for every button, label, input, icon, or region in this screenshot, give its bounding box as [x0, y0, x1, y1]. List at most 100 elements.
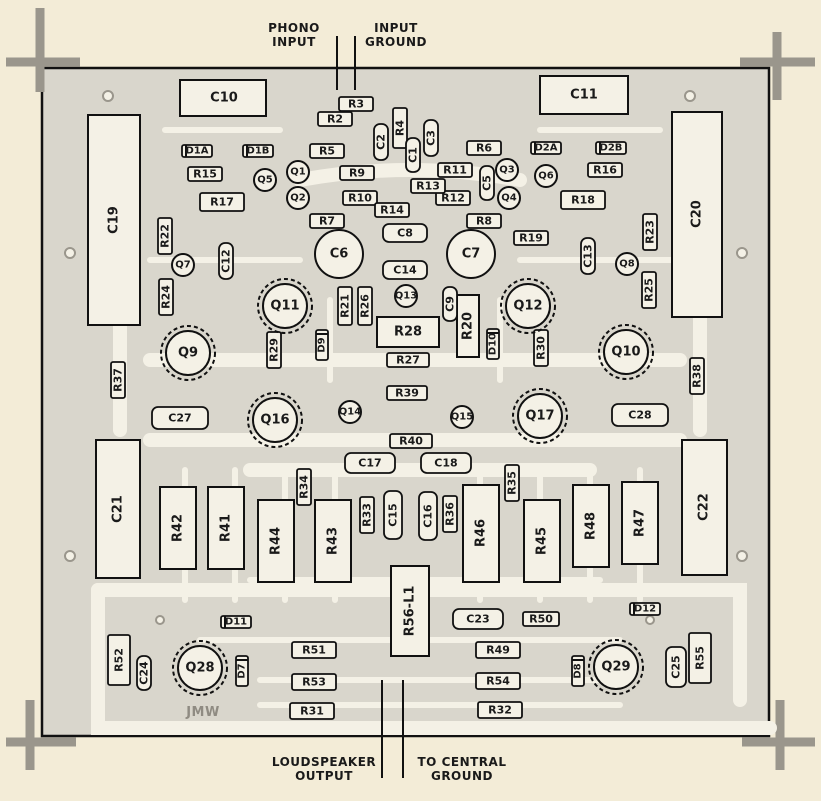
svg-text:R23: R23	[644, 220, 657, 244]
component-r21: R21	[337, 286, 353, 326]
svg-text:D1B: D1B	[247, 146, 270, 157]
svg-text:C20: C20	[690, 200, 705, 228]
svg-text:R6: R6	[476, 142, 492, 155]
svg-text:R11: R11	[443, 164, 467, 177]
svg-text:R52: R52	[113, 648, 126, 672]
svg-text:Q28: Q28	[185, 661, 214, 676]
svg-text:C1: C1	[407, 147, 420, 163]
svg-text:Q10: Q10	[611, 345, 640, 360]
component-r33: R33	[359, 496, 375, 534]
component-r24: R24	[158, 278, 174, 316]
svg-text:Q2: Q2	[290, 193, 306, 204]
component-r48: R48	[584, 512, 599, 540]
component-q13: Q13	[394, 284, 418, 308]
svg-text:R49: R49	[486, 644, 510, 657]
svg-text:R28: R28	[394, 325, 422, 340]
svg-text:R42: R42	[171, 514, 186, 542]
component-c21: C21	[111, 495, 126, 523]
component-c7: C7	[446, 229, 496, 279]
svg-text:C12: C12	[220, 249, 233, 272]
component-c13: C13	[580, 237, 596, 275]
component-r54: R54	[475, 672, 521, 690]
svg-text:Q5: Q5	[257, 175, 273, 186]
svg-text:R20: R20	[461, 312, 476, 340]
svg-text:D8: D8	[573, 663, 584, 678]
svg-text:Q14: Q14	[339, 407, 361, 418]
svg-text:Q7: Q7	[175, 260, 191, 271]
svg-text:C15: C15	[387, 503, 400, 526]
component-q3: Q3	[495, 158, 519, 182]
component-r39: R39	[386, 385, 428, 401]
svg-text:Q1: Q1	[290, 167, 306, 178]
svg-text:R38: R38	[691, 364, 704, 388]
component-c23: C23	[452, 608, 504, 630]
component-c17: C17	[344, 452, 396, 474]
svg-text:R12: R12	[441, 192, 465, 205]
component-q4: Q4	[497, 186, 521, 210]
component-c25: C25	[665, 646, 687, 688]
component-r10: R10	[342, 190, 378, 206]
svg-text:C16: C16	[422, 504, 435, 528]
component-r17: R17	[199, 192, 245, 212]
component-q9: Q9	[160, 325, 216, 381]
svg-text:Q16: Q16	[260, 413, 289, 428]
component-c1: C1	[405, 137, 421, 173]
component-r19: R19	[513, 230, 549, 246]
component-q14: Q14	[338, 400, 362, 424]
component-r31: R31	[289, 702, 335, 720]
svg-text:R29: R29	[268, 338, 281, 362]
component-r15: R15	[187, 166, 223, 182]
component-r34: R34	[296, 468, 312, 506]
component-r18: R18	[560, 190, 606, 210]
component-d2b: D2B	[595, 141, 627, 155]
svg-text:R33: R33	[361, 503, 374, 527]
svg-text:Q17: Q17	[525, 409, 554, 424]
component-c11: C11	[570, 88, 598, 103]
component-c3: C3	[423, 119, 439, 157]
svg-text:R41: R41	[219, 514, 234, 542]
component-c22: C22	[697, 493, 712, 521]
component-q28: Q28	[172, 640, 228, 696]
svg-text:D10: D10	[488, 333, 499, 355]
component-d12: D12	[629, 602, 661, 616]
component-r3: R3	[338, 96, 374, 112]
svg-text:R30: R30	[535, 336, 548, 360]
svg-text:R44: R44	[269, 527, 284, 555]
component-q8: Q8	[615, 252, 639, 276]
svg-text:Q8: Q8	[619, 259, 635, 270]
svg-text:R3: R3	[348, 98, 364, 111]
svg-text:R2: R2	[327, 113, 343, 126]
svg-text:R50: R50	[529, 613, 553, 626]
component-q29: Q29	[588, 639, 644, 695]
component-d9: D9	[315, 329, 329, 361]
component-c28: C28	[611, 403, 669, 427]
svg-text:R9: R9	[349, 167, 365, 180]
component-r28: R28	[394, 325, 422, 340]
svg-text:R36: R36	[444, 502, 457, 526]
component-r6: R6	[466, 140, 502, 156]
svg-text:R43: R43	[326, 527, 341, 555]
component-c16: C16	[418, 491, 438, 541]
component-q5: Q5	[253, 168, 277, 192]
svg-text:R13: R13	[416, 180, 440, 193]
svg-text:R27: R27	[396, 354, 420, 367]
svg-text:R48: R48	[584, 512, 599, 540]
svg-text:R31: R31	[300, 705, 324, 718]
component-r43: R43	[326, 527, 341, 555]
svg-text:C18: C18	[434, 457, 457, 470]
svg-text:R7: R7	[319, 215, 335, 228]
svg-text:R18: R18	[571, 194, 595, 207]
component-r41: R41	[219, 514, 234, 542]
svg-text:Q29: Q29	[601, 660, 630, 675]
svg-text:R5: R5	[319, 145, 335, 158]
component-r14: R14	[374, 202, 410, 218]
component-r53: R53	[291, 673, 337, 691]
svg-text:R46: R46	[474, 519, 489, 547]
component-d11: D11	[220, 615, 252, 629]
svg-text:Q4: Q4	[501, 193, 517, 204]
component-c27: C27	[151, 406, 209, 430]
component-r49: R49	[475, 641, 521, 659]
component-c9: C9	[442, 286, 458, 322]
